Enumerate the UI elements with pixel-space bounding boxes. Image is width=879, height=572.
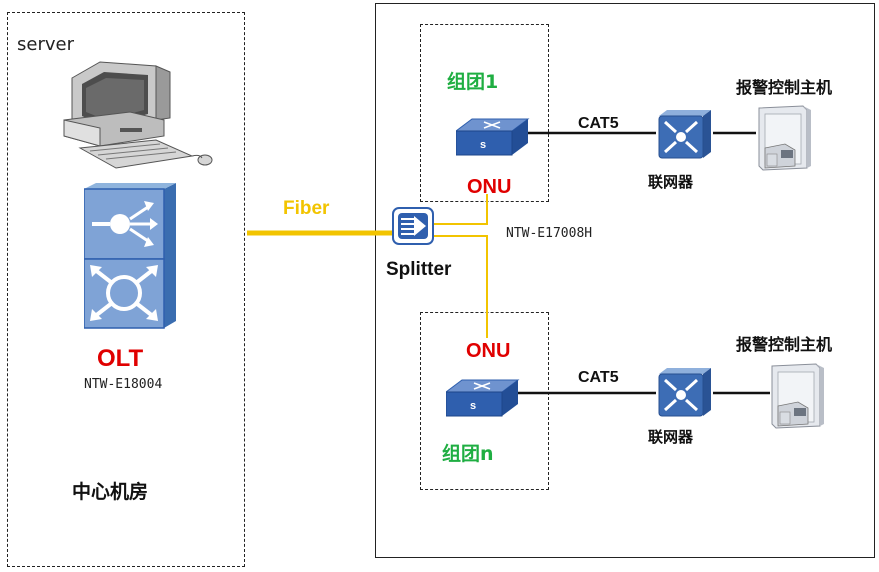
onu-n-label: ONU [466,340,511,362]
svg-text:s: s [480,139,486,151]
onu-1-icon: s [456,118,530,156]
group-1-label: 组团1 [447,71,499,93]
networker-1-icon [658,110,711,159]
onu-n-icon: s [446,379,520,417]
networker-n-label: 联网器 [648,428,694,446]
olt-device-icon [84,183,176,329]
group-1-box [420,24,549,202]
alarm-host-n-icon [771,363,824,429]
networker-n-icon [658,368,711,417]
fiber-branch-lower [434,235,488,338]
server-computer-icon [63,61,213,169]
fiber-label: Fiber [283,198,330,219]
alarm-host-1-label: 报警控制主机 [736,78,833,97]
olt-model-label: NTW-E18004 [84,377,163,392]
central-room-box [7,12,245,567]
fiber-branch-upper [434,194,488,225]
networker-1-label: 联网器 [648,173,694,191]
group-n-box [420,312,549,490]
central-room-label: 中心机房 [72,481,149,503]
cat5-label-n: CAT5 [578,369,619,386]
residential-area-box [375,3,875,558]
cat5-label-1: CAT5 [578,115,619,132]
server-label: server [17,34,74,55]
alarm-host-n-label: 报警控制主机 [736,335,833,354]
svg-text:s: s [470,400,476,412]
splitter-icon [392,207,434,245]
splitter-model-label: NTW-E17008H [506,226,593,241]
olt-label: OLT [97,345,144,372]
alarm-host-1-icon [758,105,811,171]
onu-1-label: ONU [467,176,512,198]
splitter-label: Splitter [386,259,452,280]
group-n-label: 组团n [442,443,494,465]
